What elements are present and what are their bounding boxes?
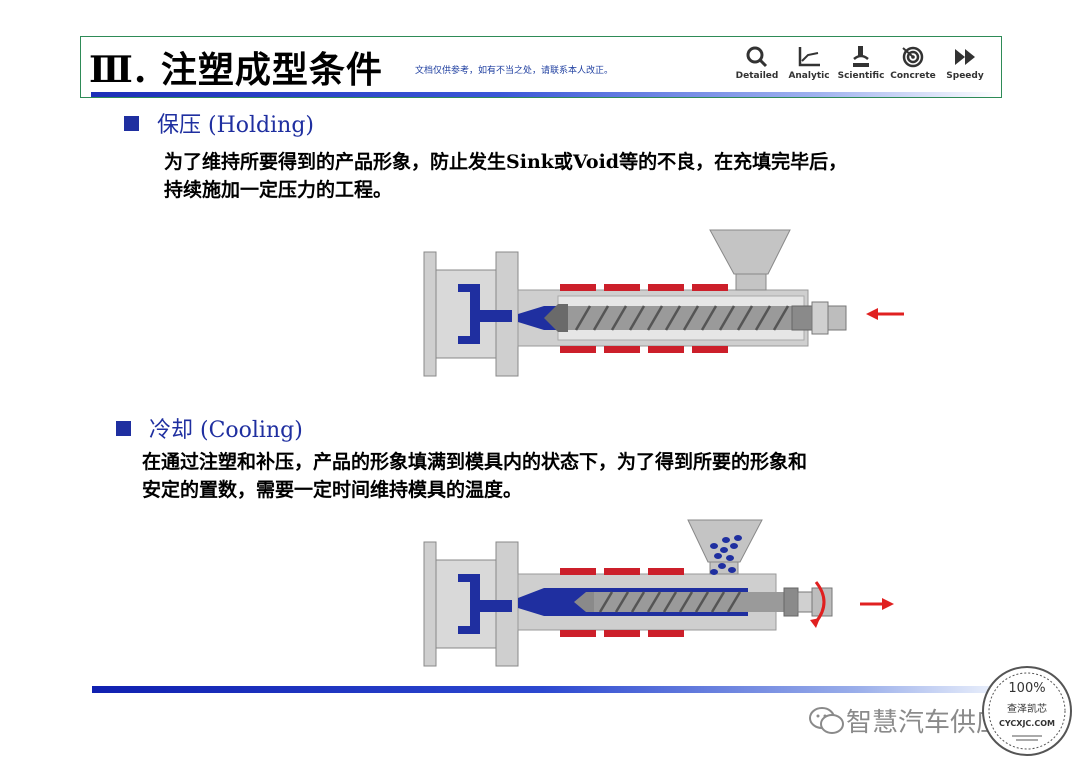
screw-flights xyxy=(574,305,790,331)
cooling-heading-text: 冷却 (Cooling) xyxy=(149,418,303,443)
fast-forward-icon xyxy=(955,49,975,65)
square-bullet-icon xyxy=(116,420,131,436)
concrete-item: Concrete xyxy=(887,45,939,89)
drive-coupling xyxy=(827,305,847,331)
screw-shank xyxy=(791,305,813,331)
hopper xyxy=(709,229,791,275)
chart-icon xyxy=(798,47,820,67)
header-rule xyxy=(91,92,999,97)
heater-band xyxy=(604,346,640,353)
heater-band xyxy=(648,346,684,353)
cooling-heading: 冷却 (Cooling) xyxy=(116,412,303,444)
screw-drive xyxy=(783,587,799,617)
screw-flights xyxy=(598,591,742,613)
hopper-neck xyxy=(735,273,767,291)
screw-shank xyxy=(744,592,784,612)
holding-line: 为了维持所要得到的产品形象，防止发生Sink或Void等的不良，在充填完毕后， xyxy=(164,151,848,173)
slide-title: Ⅲ. 注塑成型条件 xyxy=(89,49,383,91)
square-bullet-icon xyxy=(124,115,139,131)
detailed-item: Detailed xyxy=(731,45,783,89)
microscope-icon xyxy=(853,46,869,67)
heater-band xyxy=(560,630,596,637)
scientific-item: Scientific xyxy=(835,45,887,89)
cooling-diagram xyxy=(423,519,894,667)
heater-band xyxy=(648,284,684,291)
wechat-icon xyxy=(809,706,844,734)
cooling-description: 在通过注塑和补压，产品的形象填满到模具内的状态下，为了得到所要的形象和 安定的置… xyxy=(142,448,807,504)
heater-band xyxy=(560,346,596,353)
cooling-line: 在通过注塑和补压，产品的形象填满到模具内的状态下，为了得到所要的形象和 xyxy=(142,451,808,473)
holding-heading-text: 保压 (Holding) xyxy=(157,113,314,138)
svg-text:查泽凯芯: 查泽凯芯 xyxy=(1007,702,1047,715)
resin-pellets xyxy=(710,535,742,575)
heater-band xyxy=(648,630,684,637)
icon-label: Detailed xyxy=(735,71,779,81)
heater-band xyxy=(648,568,684,575)
stamp-seal: 100% 查泽凯芯 CYCXJC.COM xyxy=(982,666,1072,756)
speedy-item: Speedy xyxy=(939,45,991,89)
svg-text:CYCXJC.COM: CYCXJC.COM xyxy=(999,719,1055,728)
heater-band xyxy=(560,284,596,291)
analytic-item: Analytic xyxy=(783,45,835,89)
screw-drive xyxy=(811,301,829,335)
heater-band xyxy=(604,284,640,291)
footer-rule xyxy=(92,686,992,693)
cooling-line: 安定的置数，需要一定时间维持模具的温度。 xyxy=(142,479,523,501)
heater-band xyxy=(692,346,728,353)
header-icons: Detailed Analytic Scientific xyxy=(731,45,991,89)
mold-cavity xyxy=(458,284,512,344)
arrow-right-icon xyxy=(882,598,894,610)
icon-label: Analytic xyxy=(788,71,830,81)
heater-band xyxy=(604,568,640,575)
holding-heading: 保压 (Holding) xyxy=(124,107,314,139)
holding-description: 为了维持所要得到的产品形象，防止发生Sink或Void等的不良，在充填完毕后， … xyxy=(164,148,847,204)
icon-label: Scientific xyxy=(837,71,885,81)
mold-platen-left xyxy=(423,251,437,377)
drive-coupling xyxy=(797,591,813,613)
rotation-arrowhead xyxy=(810,618,820,628)
holding-diagram xyxy=(423,229,904,377)
svg-text:100%: 100% xyxy=(1008,681,1045,696)
target-icon xyxy=(902,46,924,68)
screw-tip xyxy=(574,592,594,612)
heater-band xyxy=(560,568,596,575)
arrow-left-icon xyxy=(866,308,878,320)
drive-flange xyxy=(811,587,833,617)
heater-band xyxy=(692,284,728,291)
heater-band xyxy=(604,630,640,637)
slide-header: Ⅲ. 注塑成型条件 文档仅供参考，如有不当之处，请联系本人改正。 Detaile… xyxy=(80,36,1002,98)
mold-cavity xyxy=(458,574,512,634)
mold-platen-left xyxy=(423,541,437,667)
icon-label: Concrete xyxy=(890,71,936,81)
nozzle-melt xyxy=(518,306,560,330)
magnifier-icon xyxy=(746,46,768,68)
icon-label: Speedy xyxy=(946,71,984,81)
header-note: 文档仅供参考，如有不当之处，请联系本人改正。 xyxy=(415,66,614,76)
holding-line: 持续施加一定压力的工程。 xyxy=(164,179,393,201)
screw-tip xyxy=(544,304,568,332)
